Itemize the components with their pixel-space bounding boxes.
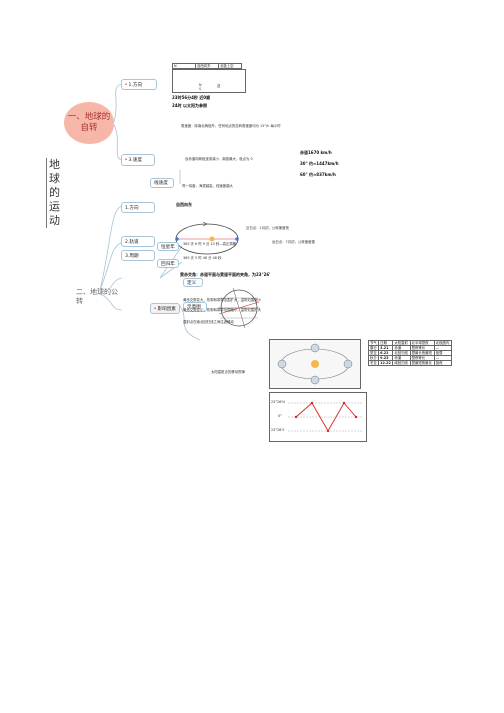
earth-icon	[175, 237, 179, 241]
node-revolution-direction[interactable]: 1.方向	[121, 202, 155, 213]
pin-icon: ⁍	[125, 157, 128, 163]
solar-day: 24时 以太阳为参照	[172, 103, 207, 108]
lat60-speed: 60° 约≈837km/h	[300, 172, 336, 177]
pin-icon: ⁍	[125, 81, 128, 88]
lat30-speed: 30° 约≈1447km/h	[300, 161, 339, 166]
node-revolution-period[interactable]: 3.周期	[121, 250, 155, 261]
node-effect[interactable]: ⁍影响因素	[150, 303, 180, 314]
node-tropical-year[interactable]: 回归年	[157, 259, 179, 268]
direct-point-note: 直射点在南北回归线之间往返移动	[183, 320, 234, 324]
linear-speed-note: 自赤道向两极逐渐减小，南极最大，极点为 0	[185, 157, 253, 161]
node-linear-speed[interactable]: 线速度	[150, 178, 174, 188]
sidereal-year-value: 365 天 6 时 9 分 10 秒—真正周期	[183, 242, 237, 246]
earth-icon	[310, 375, 320, 385]
node-sidereal-year[interactable]: 恒星年	[157, 242, 179, 251]
node-rotation-speed[interactable]: ⁍3.速度	[121, 154, 155, 166]
earth-icon	[235, 237, 239, 241]
earth-icon	[310, 343, 320, 353]
pin-icon: ⁍	[154, 305, 157, 312]
tropical-year-value: 365 天 5 时 48 分 46 秒	[183, 256, 222, 260]
node-revolution-orbit[interactable]: 2.轨道	[121, 236, 155, 247]
obliquity-definition: 黄赤交角：赤道平面与黄道平面的夹角，为23°26'	[180, 272, 271, 277]
sun-icon	[311, 360, 319, 368]
node-rotation-direction[interactable]: ⁍1.方向	[121, 79, 157, 90]
node-diagram[interactable]: 示意图	[183, 302, 207, 312]
same-latitude-note: 同一纬度，海拔越高，线速度越大	[182, 184, 233, 188]
main-title: 地球的运动	[46, 158, 63, 228]
sun-icon	[209, 236, 215, 242]
section-revolution-label: 二、地球的公转	[76, 288, 118, 305]
effect-decrease: 黄赤交角变小，热带和寒带范围缩小，温带范围扩大	[183, 308, 261, 312]
perihelion-note: 近日点：1月初，公转速度快	[246, 226, 289, 230]
aphelion-note: 远日点：7月初，公转速度慢	[272, 240, 315, 244]
seasons-diagram	[269, 339, 361, 389]
section-rotation-label: 一、地球的自转	[64, 102, 114, 144]
arrow-icon	[202, 221, 208, 227]
rotation-period: 23时56分4秒 近0顺	[172, 95, 211, 100]
angular-speed-note: 角速度：除南北两极外，任何地点的自转角速度均为 15°/h 每小时	[181, 124, 281, 128]
rotation-diagram-box: N S 逆	[172, 69, 246, 93]
orbit-diagram	[175, 221, 239, 255]
earth-icon	[343, 359, 353, 369]
node-definition[interactable]: 定义	[183, 278, 203, 287]
revolution-direction: 自西向东	[176, 202, 192, 207]
direct-point-label: 太阳直射点的移动规律	[211, 370, 245, 374]
axis-line	[232, 287, 246, 329]
obliquity-diagram	[218, 287, 260, 329]
equator-speed: 赤道1670 km/h	[300, 150, 332, 155]
effect-increase: 黄赤交角变大，热带和寒带范围扩大，温带范围缩小	[183, 298, 261, 302]
earth-icon	[277, 359, 287, 369]
direct-point-graph: 23°26'N 0° 23°26'S	[269, 392, 367, 442]
